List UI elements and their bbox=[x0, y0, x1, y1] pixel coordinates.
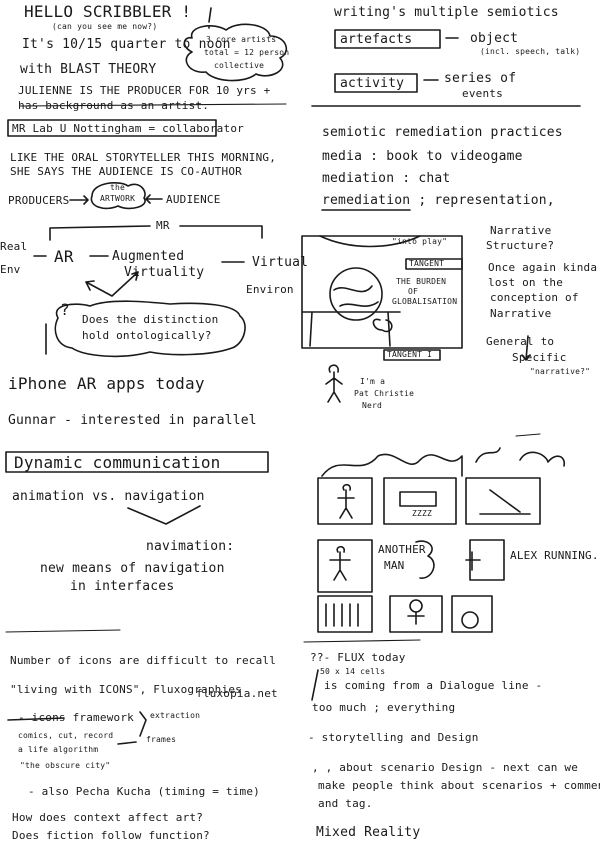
note-navimation: navimation: bbox=[146, 539, 235, 554]
note-with: with BLAST THEORY bbox=[20, 62, 157, 77]
note-mixed: Mixed Reality bbox=[316, 825, 421, 840]
comic-zzzz: ZZZZ bbox=[412, 509, 433, 518]
note-make: make people think about scenarios + comm… bbox=[318, 779, 600, 792]
note-oral-2: SHE SAYS THE AUDIENCE IS CO-AUTHOR bbox=[10, 165, 242, 178]
globe-icon bbox=[329, 267, 383, 321]
note-mediation: mediation : chat bbox=[322, 171, 451, 186]
note-im-3: Nerd bbox=[362, 401, 383, 410]
label-tangent-bottom: TANGENT I bbox=[387, 350, 433, 359]
note-time: It's 10/15 quarter to noon bbox=[22, 37, 231, 52]
note-general-2: Specific bbox=[512, 351, 567, 364]
comic-another-2: MAN bbox=[384, 559, 405, 572]
note-distinction-1: Does the distinction bbox=[82, 313, 219, 326]
label-environ: Environ bbox=[246, 283, 294, 296]
label-real: Real bbox=[0, 240, 28, 253]
note-about: , , about scenario Design - next can we bbox=[312, 761, 579, 774]
label-activity: activity bbox=[340, 76, 405, 91]
note-years: 50 x 14 cells bbox=[320, 667, 386, 676]
label-series-2: events bbox=[462, 87, 503, 100]
label-object: object bbox=[470, 31, 519, 46]
note-media: media : book to videogame bbox=[322, 149, 523, 164]
note-iphone: iPhone AR apps today bbox=[8, 374, 205, 393]
note-once-3: conception of bbox=[490, 291, 579, 304]
label-series-1: series of bbox=[444, 71, 517, 86]
page-title: HELLO SCRIBBLER ! bbox=[24, 2, 192, 21]
note-narrative-1: Narrative bbox=[490, 224, 552, 237]
label-augmented: Augmented bbox=[112, 249, 185, 264]
label-object-sub: (incl. speech, talk) bbox=[480, 47, 581, 56]
cloud-line-1: 3 core artists bbox=[206, 35, 277, 44]
note-general-3: "narrative?" bbox=[530, 367, 591, 376]
note-new-means-1: new means of navigation bbox=[40, 561, 225, 576]
note-animation: animation vs. navigation bbox=[12, 489, 205, 504]
label-into-play: "into play" bbox=[392, 237, 448, 246]
label-ar: AR bbox=[54, 247, 74, 266]
note-storytelling: - storytelling and Design bbox=[308, 731, 479, 744]
note-flux: ??- FLUX today bbox=[310, 651, 406, 664]
note-new-means-2: in interfaces bbox=[70, 579, 175, 594]
note-once-1: Once again kinda bbox=[488, 261, 598, 274]
label-mr: MR bbox=[156, 219, 170, 232]
note-once-4: Narrative bbox=[490, 307, 552, 320]
note-juliette-1: JULIENNE IS THE PRODUCER FOR 10 yrs + bbox=[18, 84, 271, 97]
note-number: Number of icons are difficult to recall bbox=[10, 654, 277, 667]
note-and-tag: and tag. bbox=[318, 797, 373, 810]
title-subtitle: (can you see me now?) bbox=[52, 22, 158, 31]
note-narrative-2: Structure? bbox=[486, 239, 555, 252]
note-frames: frames bbox=[146, 735, 177, 744]
note-extraction: extraction bbox=[150, 711, 201, 720]
note-juliette-2: has background as an artist. bbox=[18, 99, 210, 112]
note-living: "living with ICONS", Fluxographies bbox=[10, 683, 242, 696]
note-life: a life algorithm bbox=[18, 745, 99, 754]
note-distinction-2: hold ontologically? bbox=[82, 329, 212, 342]
label-burden-2: OF bbox=[408, 287, 419, 296]
note-comics: comics, cut, record bbox=[18, 731, 114, 740]
note-writing: writing's multiple semiotics bbox=[334, 5, 559, 20]
note-gunnar: Gunnar - interested in parallel bbox=[8, 413, 257, 428]
cloud-line-2: total = 12 person bbox=[204, 48, 290, 57]
label-audience: AUDIENCE bbox=[166, 193, 221, 206]
note-once-2: lost on the bbox=[488, 276, 564, 289]
note-fiction: Does fiction follow function? bbox=[12, 829, 210, 842]
label-artefacts: artefacts bbox=[340, 32, 413, 47]
note-remediation: remediation ; representation, bbox=[322, 193, 555, 208]
note-general-1: General to bbox=[486, 335, 555, 348]
label-tangent-top: TANGENT bbox=[409, 259, 445, 268]
note-mrl: MR Lab U Nottingham = collaborator bbox=[12, 122, 244, 135]
question-mark: ? bbox=[60, 300, 70, 319]
note-obscure: "the obscure city" bbox=[20, 761, 111, 770]
note-too-much: too much ; everything bbox=[312, 701, 456, 714]
note-how: How does context affect art? bbox=[12, 811, 204, 824]
note-im-1: I'm a bbox=[360, 377, 386, 386]
label-the: the bbox=[110, 183, 126, 192]
label-env: Env bbox=[0, 263, 21, 276]
comic-another-1: ANOTHER bbox=[378, 543, 426, 556]
sketch-frame bbox=[301, 235, 463, 349]
label-virtuality: Virtuality bbox=[124, 265, 205, 280]
note-coming: is coming from a Dialogue line - bbox=[324, 679, 543, 692]
note-im-2: Pat Christie bbox=[354, 389, 415, 398]
note-pecha: - also Pecha Kucha (timing = time) bbox=[28, 785, 260, 798]
label-burden-3: GLOBALISATION bbox=[392, 297, 458, 306]
heading-dynamic: Dynamic communication bbox=[14, 453, 221, 472]
note-oral-1: LIKE THE ORAL STORYTELLER THIS MORNING, bbox=[10, 151, 277, 164]
label-virtual: Virtual bbox=[252, 255, 309, 270]
label-artwork: ARTWORK bbox=[100, 194, 136, 203]
comic-alex: ALEX RUNNING. bbox=[510, 549, 599, 562]
label-producers: PRODUCERS bbox=[8, 194, 70, 207]
note-url: fluxopia.net bbox=[196, 687, 278, 700]
note-semiotic: semiotic remediation practices bbox=[322, 125, 563, 140]
label-burden-1: THE BURDEN bbox=[396, 277, 447, 286]
cloud-line-3: collective bbox=[214, 61, 265, 70]
note-icons: - icons framework bbox=[18, 711, 134, 724]
